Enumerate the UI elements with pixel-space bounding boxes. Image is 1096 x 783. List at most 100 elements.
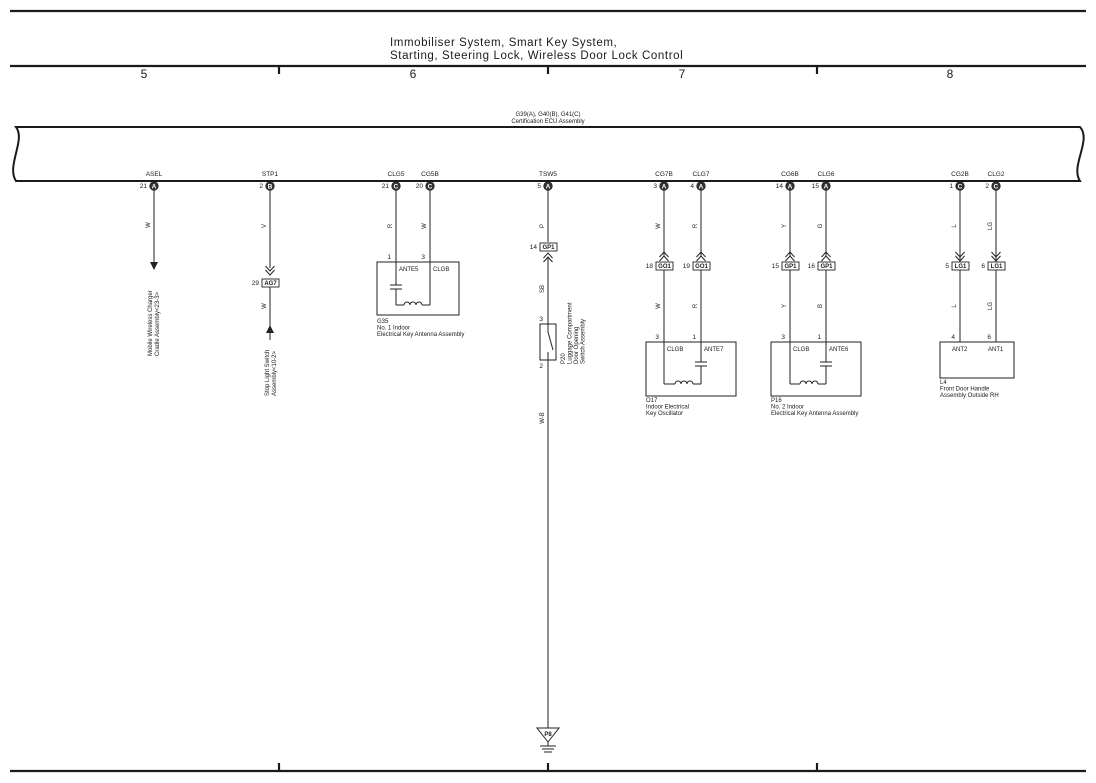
svg-text:STP1: STP1 <box>262 171 279 178</box>
svg-text:CG7B: CG7B <box>655 171 673 178</box>
connector-gp1-a-label: GP1 <box>784 264 797 270</box>
o17-label-right: ANTE7 <box>704 347 724 353</box>
connector-gp1-tsw <box>539 242 558 252</box>
svg-text:21: 21 <box>382 183 390 190</box>
o17-pin-right: 1 <box>692 334 696 341</box>
connector-ag7-pin: 29 <box>252 280 260 287</box>
svg-text:2: 2 <box>985 183 989 190</box>
svg-text:15: 15 <box>812 183 820 190</box>
p20-component-label: P20 Luggage Compartment Door Opening Swi… <box>561 301 587 364</box>
connector-chevron <box>265 269 275 276</box>
connector-go1-b-label: GO1 <box>695 264 708 270</box>
p16-label-left: CLGB <box>793 347 809 353</box>
svg-text:TSW5: TSW5 <box>539 171 557 178</box>
svg-text:A: A <box>699 184 704 191</box>
terminal-asel: ASEL 21 A <box>140 171 163 191</box>
svg-text:CLG7: CLG7 <box>693 171 710 178</box>
connector-chevron <box>821 255 831 262</box>
connector-chevron <box>785 255 795 262</box>
ecu-name-label: Certification ECU Assembly <box>511 119 584 125</box>
wire-color-clg2: LG <box>988 222 994 230</box>
connector-chevron <box>659 255 669 262</box>
p16-antenna-circuit <box>789 342 832 385</box>
g35-pin-left: 1 <box>387 254 391 261</box>
connector-chevron <box>991 251 1001 258</box>
connector-gp1-b-label: GP1 <box>820 264 833 270</box>
svg-text:CG2B: CG2B <box>951 171 969 178</box>
connector-chevron <box>265 265 275 272</box>
svg-text:A: A <box>546 184 551 191</box>
p20-pin-top: 3 <box>539 316 543 323</box>
wire-color-cg5b: W <box>422 223 428 229</box>
wire-color-asel: W <box>146 222 152 228</box>
o17-pin-left: 3 <box>655 334 659 341</box>
connector-chevron <box>696 255 706 262</box>
column-number-5: 5 <box>141 67 148 81</box>
reference-mobile-charger: Mobile Wireless Charger Cradle Assembly<… <box>148 289 161 356</box>
svg-text:B: B <box>268 184 273 191</box>
column-number-7: 7 <box>679 67 686 81</box>
o17-component-label: O17 Indoor Electrical Key Oscillator <box>646 398 691 417</box>
l4-pin-right: 6 <box>987 334 991 341</box>
wire-color-clg7-lower: R <box>693 303 699 308</box>
wire-color-clg2-lower: LG <box>988 302 994 310</box>
wire-color-clg6: G <box>818 223 824 228</box>
l4-component-label: L4 Front Door Handle Assembly Outside RH <box>940 380 999 399</box>
p20-pin-bottom: 2 <box>539 363 543 370</box>
connector-ag7-label: AG7 <box>264 281 277 287</box>
diagram-title-line1: Immobiliser System, Smart Key System, <box>390 37 617 49</box>
connector-chevron <box>659 251 669 258</box>
o17-oscillator-circuit <box>663 342 707 385</box>
connector-go1-a-label: GO1 <box>658 264 671 270</box>
svg-text:5: 5 <box>537 183 541 190</box>
wire-color-clg5: R <box>388 223 394 228</box>
wire-color-stp1-lower: W <box>262 303 268 309</box>
wire-color-cg6b-lower: Y <box>782 304 788 308</box>
connector-lg1-a-label: LG1 <box>955 264 967 270</box>
g35-component-label: G35 No. 1 Indoor Electrical Key Antenna … <box>377 319 464 338</box>
l4-handle-box <box>939 341 1015 379</box>
svg-text:C: C <box>958 184 963 191</box>
g35-label-right: CLGB <box>433 267 449 273</box>
svg-text:21: 21 <box>140 183 148 190</box>
connector-gp1-tsw-label: GP1 <box>542 245 555 251</box>
wire-color-tsw5: P <box>540 224 546 228</box>
connector-gp1-b-pin: 16 <box>808 263 816 270</box>
svg-text:2: 2 <box>259 183 263 190</box>
svg-text:CLG6: CLG6 <box>818 171 835 178</box>
g35-pin-right: 3 <box>421 254 425 261</box>
l4-label-right: ANT1 <box>988 347 1004 353</box>
wire-color-clg6-lower: B <box>818 304 824 308</box>
p20-switch-contact <box>547 324 554 360</box>
connector-lg1-a-pin: 5 <box>945 263 949 270</box>
connector-go1-b-pin: 19 <box>683 263 691 270</box>
g35-antenna-circuit <box>390 262 431 306</box>
terminal-cg6b: CG6B 14 A <box>776 171 799 191</box>
terminal-cg2b: CG2B 1 C <box>949 171 969 191</box>
connector-chevron <box>696 251 706 258</box>
wire-color-ground: W-B <box>540 412 546 424</box>
p16-label-right: ANTE6 <box>829 347 849 353</box>
svg-text:ASEL: ASEL <box>146 171 163 178</box>
l4-pin-left: 4 <box>951 334 955 341</box>
wire-color-stp1: V <box>262 224 268 228</box>
wire-color-cg6b: Y <box>782 224 788 228</box>
connector-chevron <box>785 251 795 258</box>
wire-color-cg7b: W <box>656 223 662 229</box>
terminal-clg6: CLG6 15 A <box>812 171 835 191</box>
svg-text:P8: P8 <box>544 732 552 738</box>
wire-color-clg7: R <box>693 223 699 228</box>
wire-color-cg2b: L <box>952 224 958 228</box>
p16-pin-left: 3 <box>781 334 785 341</box>
connector-chevron <box>955 255 965 262</box>
connector-lg1-b-label: LG1 <box>991 264 1003 270</box>
svg-text:3: 3 <box>653 183 657 190</box>
svg-text:CLG2: CLG2 <box>988 171 1005 178</box>
column-number-8: 8 <box>947 67 954 81</box>
svg-text:A: A <box>152 184 157 191</box>
connector-chevron <box>543 252 553 259</box>
column-number-6: 6 <box>410 67 417 81</box>
diagram-title-line2: Starting, Steering Lock, Wireless Door L… <box>390 50 683 62</box>
svg-text:A: A <box>824 184 829 191</box>
